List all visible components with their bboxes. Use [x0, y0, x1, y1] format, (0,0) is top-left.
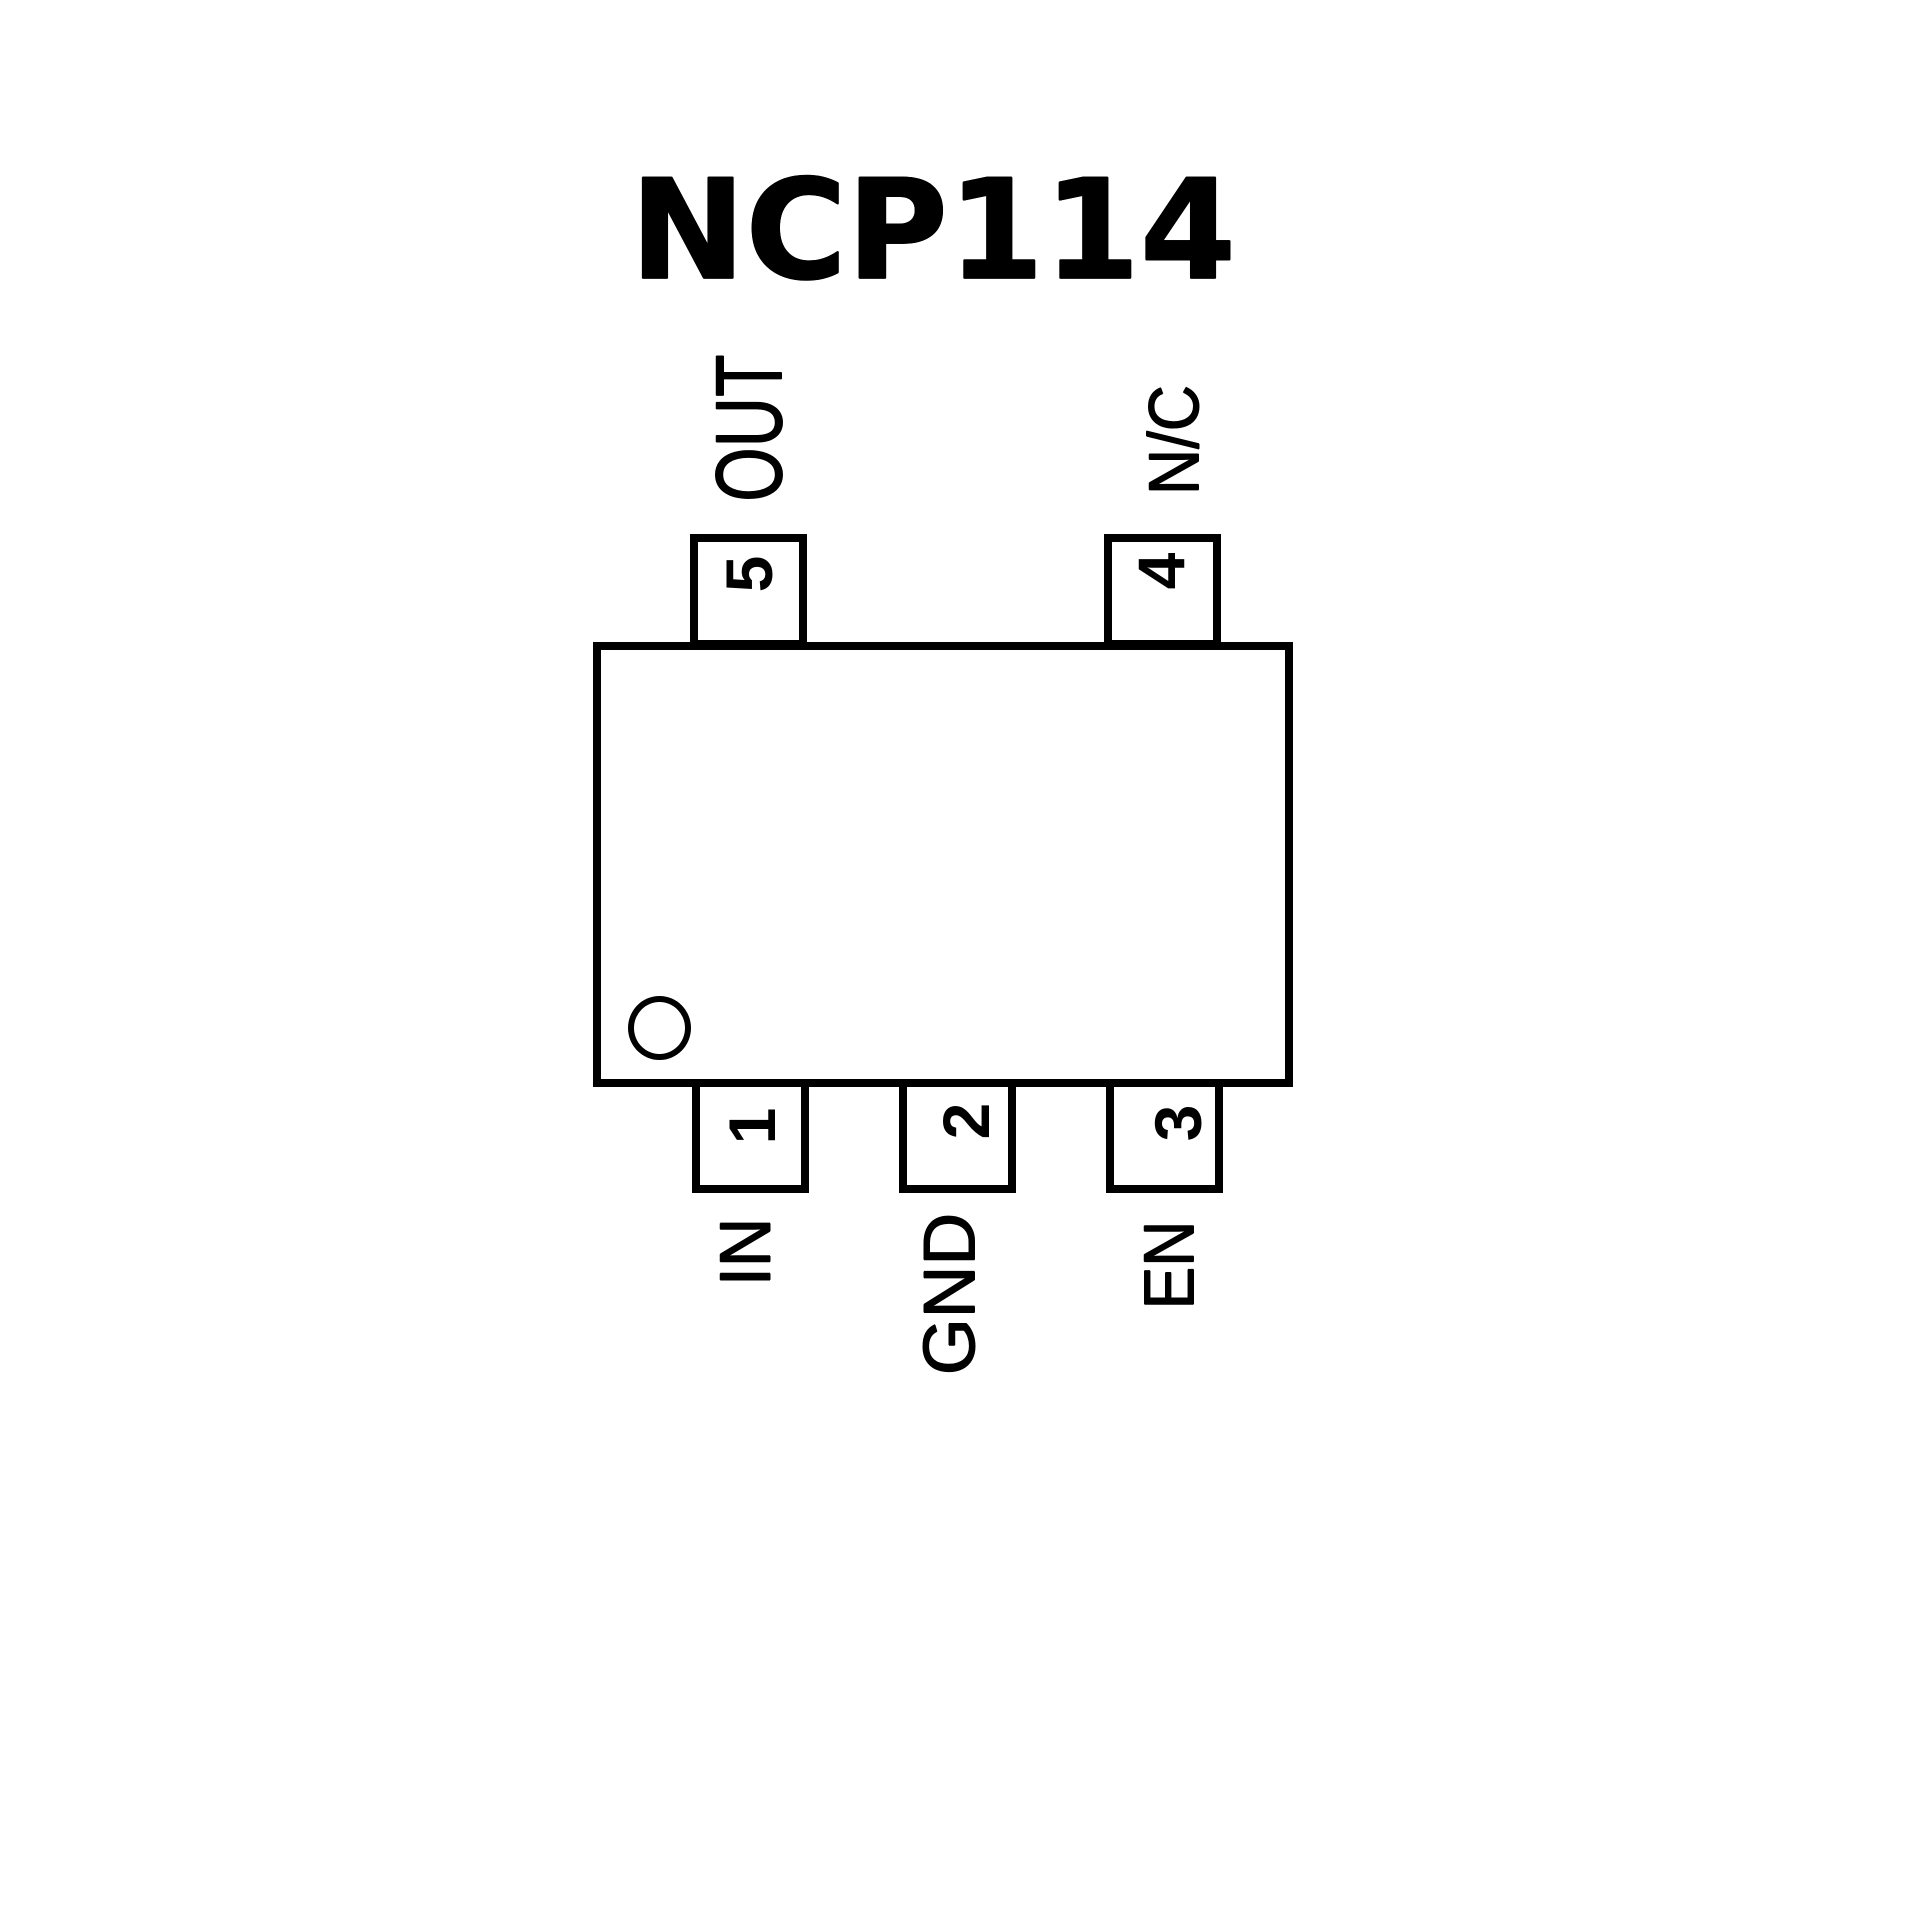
pin-label-out: OUT: [696, 354, 803, 502]
pin-pad-3: [1106, 1079, 1223, 1193]
pin-number-5: 5: [712, 555, 786, 593]
pin-number-4: 4: [1124, 552, 1198, 590]
pin-pad-2: [899, 1079, 1016, 1193]
pin-number-2: 2: [929, 1102, 1003, 1140]
pin-pad-4: [1104, 534, 1221, 648]
ic-body: [593, 642, 1293, 1087]
pin1-indicator-dot: [628, 996, 691, 1060]
pin-pad-5: [690, 534, 807, 648]
pin-number-1: 1: [715, 1107, 789, 1145]
pin-pad-1: [692, 1079, 809, 1193]
pin-number-3: 3: [1141, 1104, 1215, 1142]
pin-label-en: EN: [1130, 1220, 1210, 1310]
pin-label-in: IN: [706, 1217, 786, 1287]
page-title: NCP114: [630, 150, 1236, 311]
pin-label-gnd: GND: [909, 1212, 991, 1376]
pin-label-nc: N/C: [1135, 384, 1215, 496]
